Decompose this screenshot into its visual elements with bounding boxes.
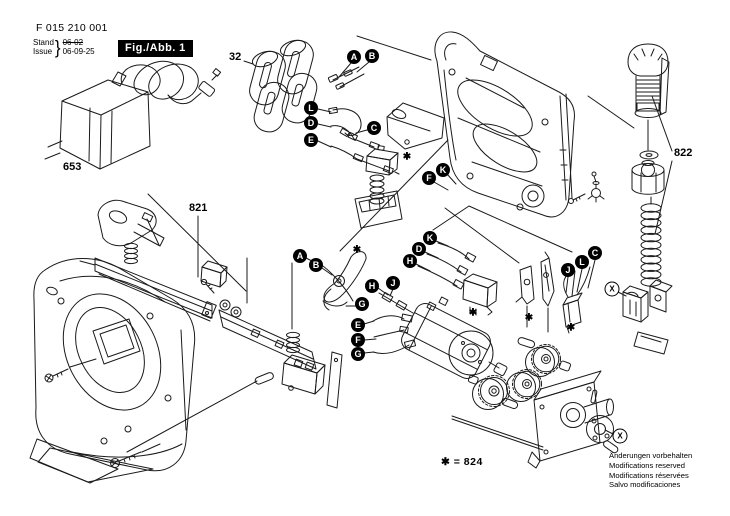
notice-line: Änderungen vorbehalten <box>609 451 693 460</box>
part-number-label-653: 653 <box>63 161 82 173</box>
callout-c: C <box>588 246 602 260</box>
part-number-label-32: 32 <box>229 51 242 63</box>
asterisk-marker: ✱ <box>524 312 534 324</box>
asterisk-footnote: ✱ = 824 <box>441 456 483 468</box>
callout-h: H <box>365 279 379 293</box>
screws-drawing <box>568 171 605 204</box>
callout-a: A <box>293 249 307 263</box>
callout-f: F <box>351 333 365 347</box>
notice-line: Modifications réservées <box>609 470 689 480</box>
callout-a: A <box>347 50 361 64</box>
callout-c: C <box>367 121 381 135</box>
cover-plate-drawing <box>633 331 669 355</box>
compression-spring-drawing <box>640 196 662 287</box>
asterisk-marker: ✱ <box>402 151 412 163</box>
gearbox-drawing <box>527 370 614 469</box>
callout-h: H <box>403 254 417 268</box>
power-adapter-drawing <box>44 60 222 170</box>
stand-label: Stand <box>33 38 54 47</box>
contact-plates-drawing <box>515 251 555 307</box>
inline-connector-drawing <box>371 288 414 314</box>
revision-brace: } <box>54 36 61 58</box>
callout-l: L <box>304 101 318 115</box>
callout-k: K <box>423 231 437 245</box>
callout-b: B <box>365 49 379 63</box>
battery-holder-drawing <box>354 190 403 229</box>
output-flange-drawing <box>586 389 619 454</box>
asterisk-marker: ✱ <box>352 244 362 256</box>
asterisk-marker: ✱ <box>566 322 576 334</box>
housing-right-shell-drawing <box>29 258 196 484</box>
issue-label: Issue <box>33 47 53 56</box>
callout-g: G <box>355 297 369 311</box>
hex-nut-drawing <box>631 160 665 195</box>
part-number-label-821: 821 <box>189 202 208 214</box>
callout-x: X <box>604 281 620 297</box>
asterisk-marker: ✱ <box>468 307 478 319</box>
wire-harness-drawings <box>327 66 400 175</box>
carriage-drawing <box>218 299 343 409</box>
callout-j: J <box>561 263 575 277</box>
carbon-brush-holder-drawing <box>622 279 673 323</box>
figure-badge: Fig./Abb. 1 <box>118 40 193 57</box>
document-part-number: F 015 210 001 <box>36 22 108 34</box>
notice-line: Salvo modificaciones <box>609 480 681 490</box>
clamp-lever-drawing <box>97 199 165 265</box>
callout-l: L <box>575 255 589 269</box>
callout-k: K <box>436 163 450 177</box>
washer-drawing <box>639 150 659 160</box>
callout-d: D <box>304 116 318 130</box>
callout-e: E <box>304 133 318 147</box>
switch-wires-drawing <box>417 242 498 316</box>
callout-x: X <box>612 428 628 444</box>
callout-j: J <box>386 276 400 290</box>
adjuster-knob-drawing <box>627 43 670 118</box>
callout-b: B <box>309 258 323 272</box>
trigger-switch-drawing <box>365 145 399 176</box>
callout-g: G <box>351 347 365 361</box>
brush-lead-wires-drawing <box>372 313 417 354</box>
old-date: 06-02 <box>62 38 84 47</box>
motor-drawing <box>401 296 508 379</box>
gear-train-drawing <box>451 337 572 451</box>
housing-left-shell-drawing <box>434 31 575 218</box>
notice-line: Modifications reserved <box>609 460 685 470</box>
callout-e: E <box>351 318 365 332</box>
callout-d: D <box>412 242 426 256</box>
slide-rail-drawing <box>79 257 228 322</box>
leader-lines <box>69 35 673 453</box>
part-number-label-822: 822 <box>674 147 693 159</box>
issue-date: 06-09-25 <box>62 47 95 56</box>
revision-block: Stand Issue } 06-02 06-09-25 <box>33 36 95 58</box>
battery-door-drawing <box>386 102 445 150</box>
callout-f: F <box>422 171 436 185</box>
